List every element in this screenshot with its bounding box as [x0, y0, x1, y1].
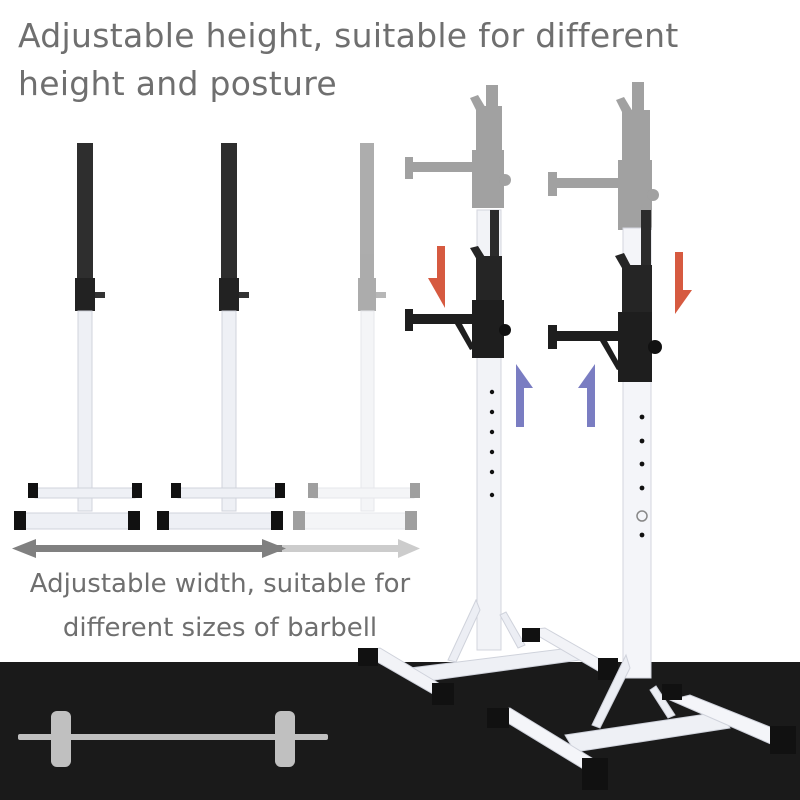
height-feature-heading: Adjustable height, suitable for differen…: [18, 12, 679, 108]
caption-line-1: Adjustable width, suitable for: [29, 569, 411, 599]
squat-stand-b: [487, 82, 796, 790]
barbell-icon: [18, 711, 328, 767]
double-arrow-horizontal-icon: [12, 539, 420, 558]
squat-stand-a: [358, 85, 618, 705]
arrow-down-icon: [675, 252, 692, 314]
width-demo-stand-3-ghost: [293, 143, 420, 530]
arrow-up-icon: [516, 364, 533, 427]
heading-line-2: height and posture: [18, 64, 337, 103]
width-demo-stand-2: [157, 143, 285, 530]
width-feature-caption: Adjustable width, suitable for different…: [0, 562, 440, 650]
arrow-up-icon: [578, 364, 595, 427]
arrow-down-icon: [428, 246, 445, 308]
caption-line-2: different sizes of barbell: [62, 613, 378, 643]
heading-line-1: Adjustable height, suitable for differen…: [18, 16, 679, 55]
width-demo-stand-1: [14, 143, 142, 530]
